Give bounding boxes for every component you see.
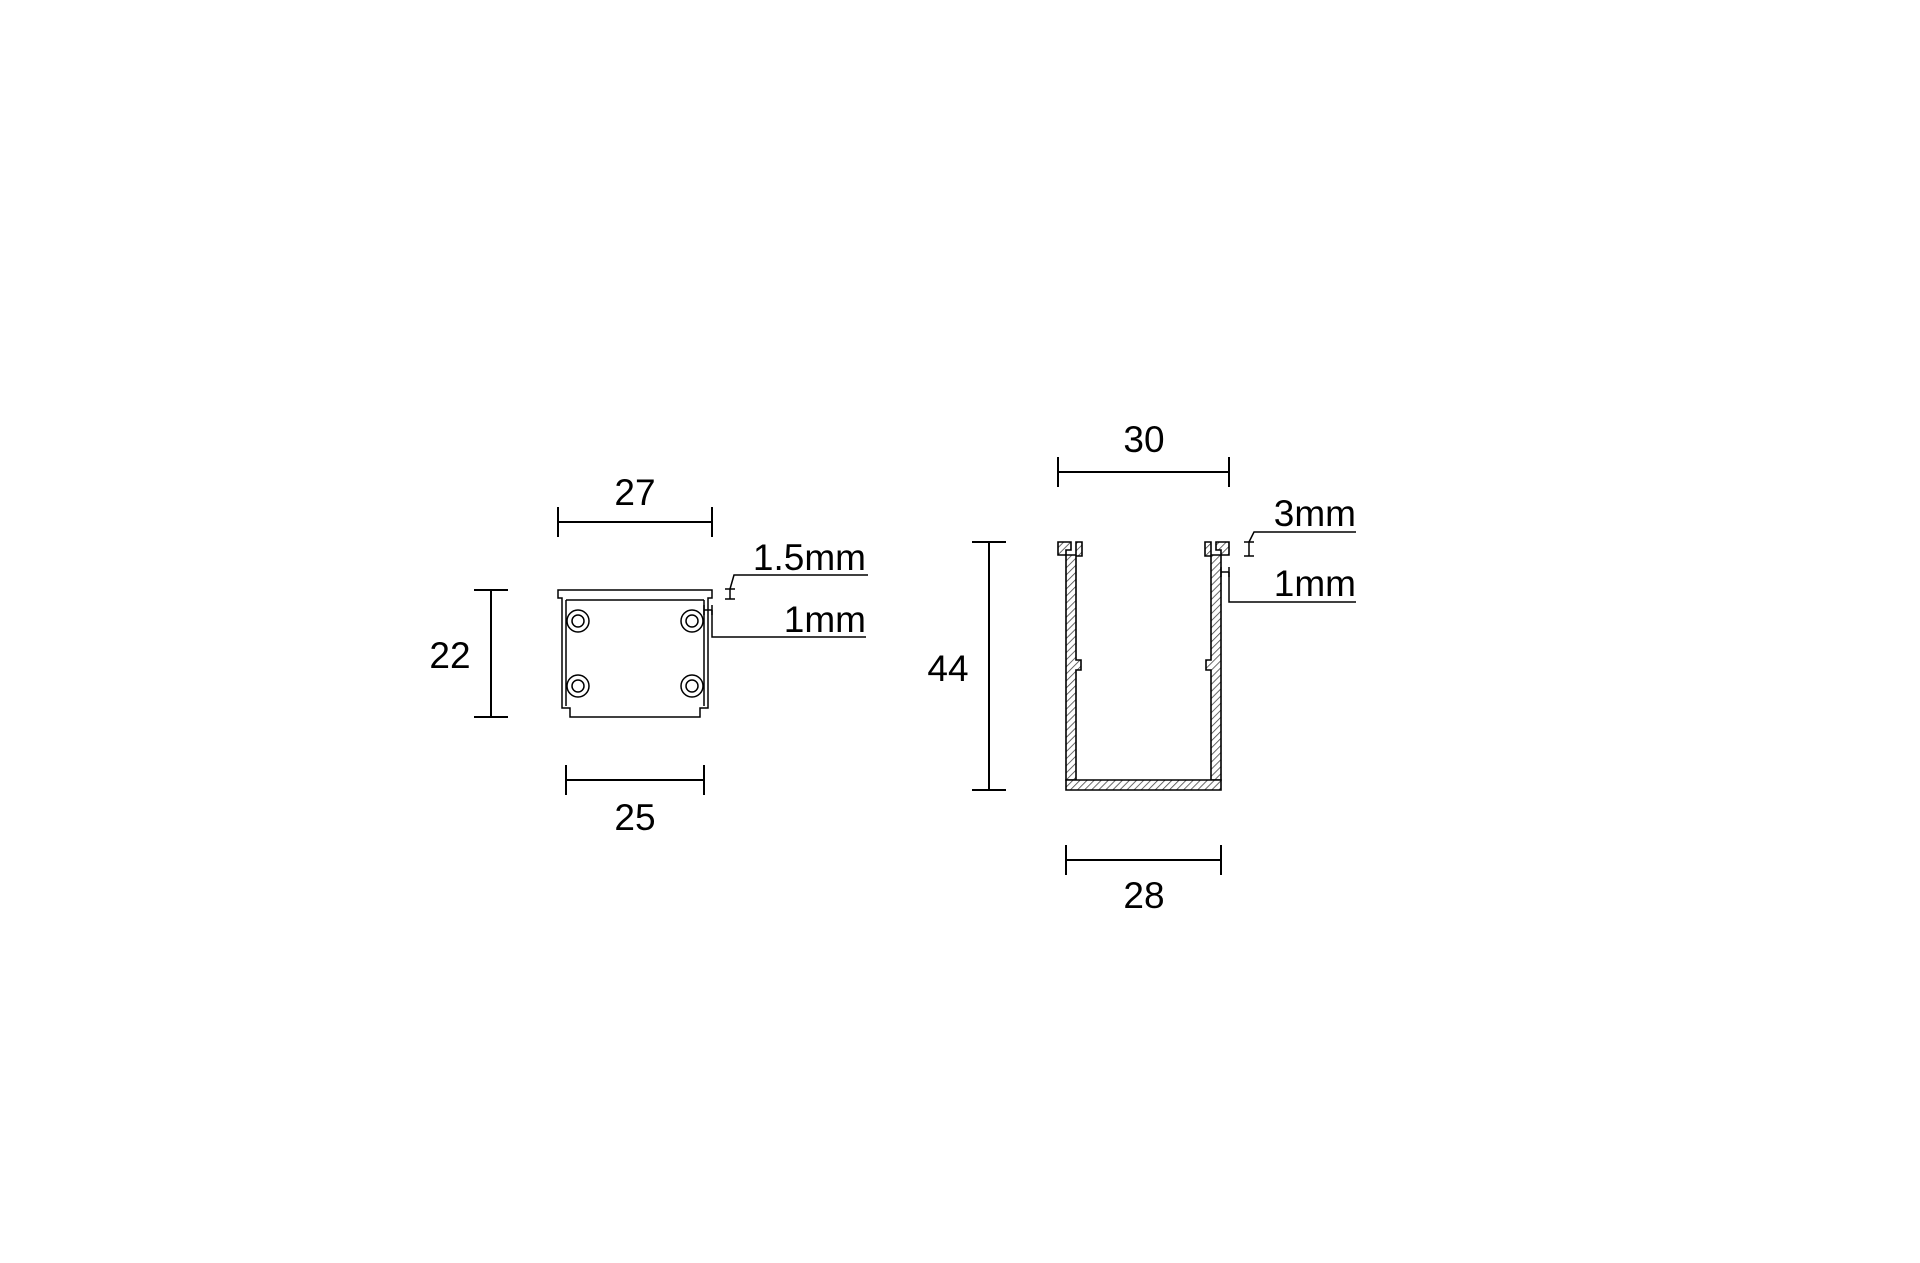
- large-bottom-width-dimension: 28: [1065, 845, 1222, 916]
- large-height-label: 44: [927, 648, 968, 689]
- large-profile-base: [1065, 779, 1222, 791]
- small-bottom-width-label: 25: [614, 797, 655, 838]
- small-wall-top-label: 1.5mm: [753, 537, 866, 578]
- large-top-width-dimension: 30: [1057, 419, 1230, 487]
- screw-hole-icon: [566, 674, 590, 698]
- small-profile-outline: [557, 589, 713, 718]
- large-bottom-width-label: 28: [1123, 875, 1164, 916]
- large-top-width-label: 30: [1123, 419, 1164, 460]
- small-wall-side-label: 1mm: [784, 599, 866, 640]
- small-wall-top-callout: 1.5mm: [725, 537, 868, 600]
- screw-hole-icon: [680, 674, 704, 698]
- small-profile-inner-wall: [565, 599, 705, 706]
- large-wall-top-label: 3mm: [1274, 493, 1356, 534]
- large-wall-side-label: 1mm: [1274, 563, 1356, 604]
- large-profile-right-wall: [1204, 541, 1230, 781]
- large-profile-left-wall: [1057, 541, 1083, 781]
- large-wall-side-callout: 1mm: [1220, 563, 1356, 604]
- large-profile: 30 44 3mm 1mm: [927, 419, 1356, 916]
- small-bottom-width-dimension: 25: [565, 765, 705, 838]
- screw-hole-icon: [566, 609, 590, 633]
- large-wall-top-callout: 3mm: [1244, 493, 1356, 557]
- small-screw-holes: [566, 609, 704, 698]
- small-top-width-label: 27: [614, 472, 655, 513]
- large-height-dimension: 44: [927, 541, 1006, 791]
- screw-hole-icon: [680, 609, 704, 633]
- small-height-dimension: 22: [429, 589, 508, 718]
- small-top-width-dimension: 27: [557, 472, 713, 537]
- small-height-label: 22: [429, 635, 470, 676]
- small-wall-side-callout: 1mm: [703, 599, 866, 640]
- small-profile: 27 22: [429, 472, 868, 838]
